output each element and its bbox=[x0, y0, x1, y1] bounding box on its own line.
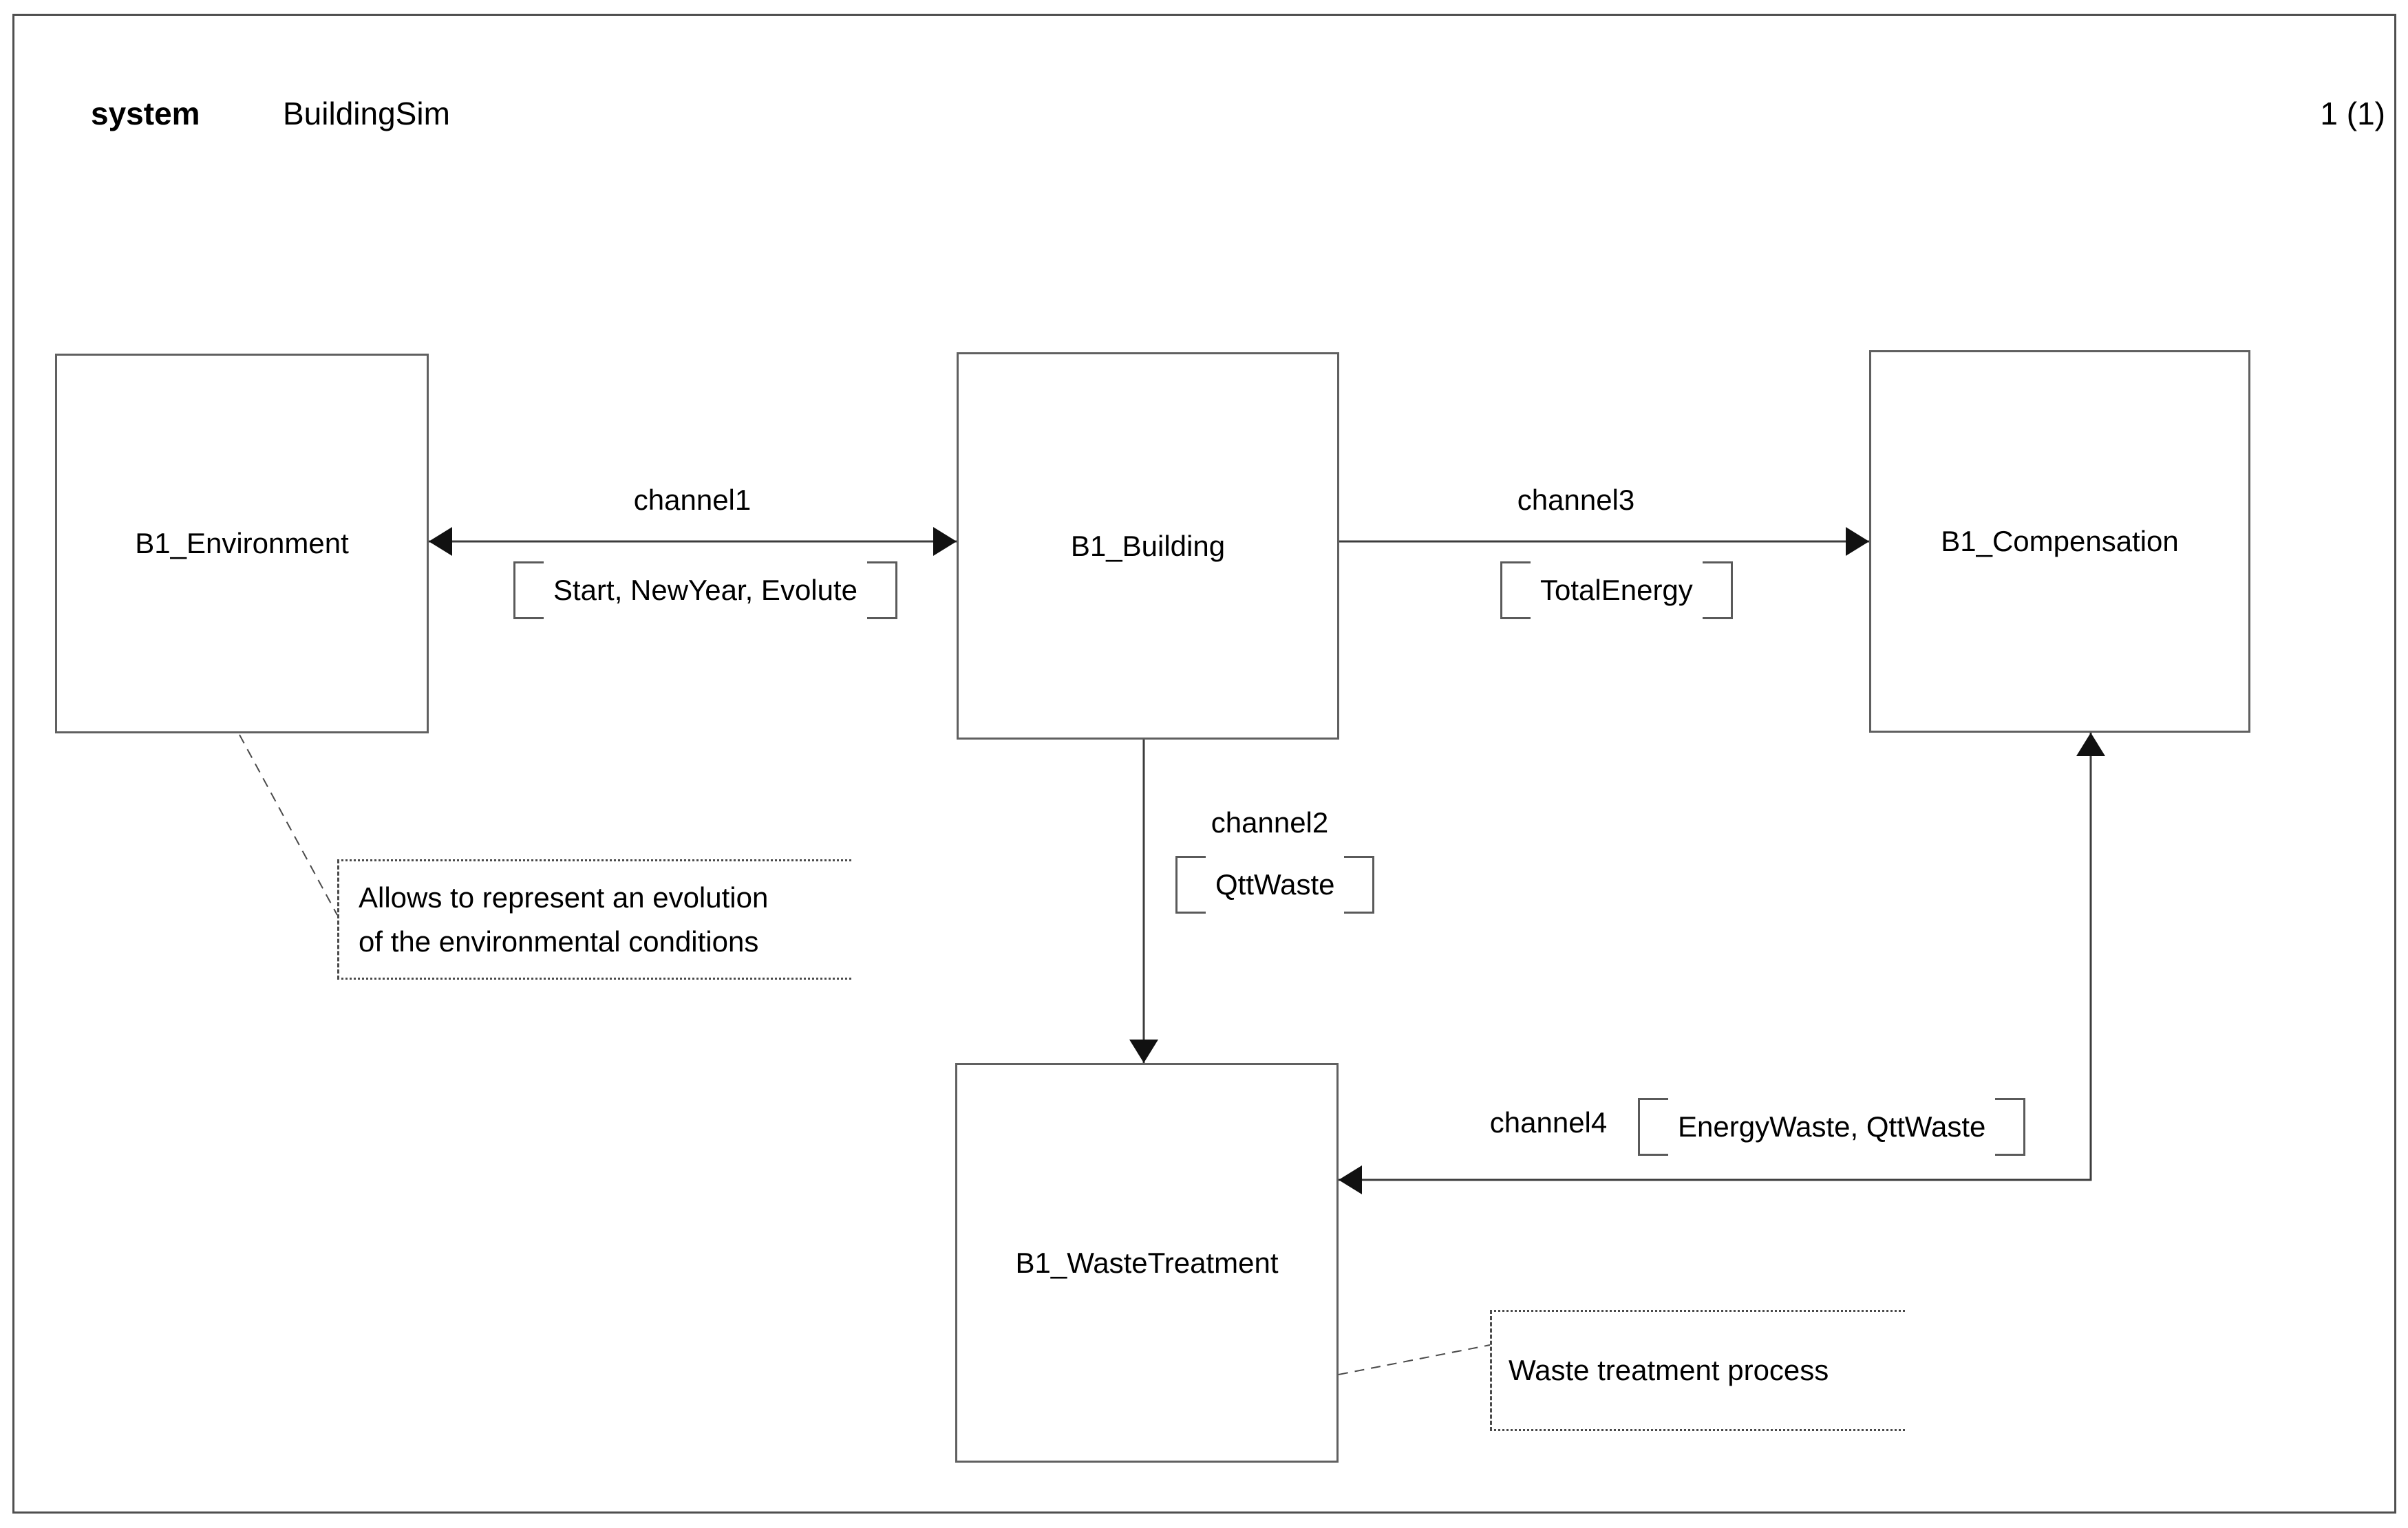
right-bracket-icon bbox=[867, 561, 898, 619]
channel2-signal-list: QttWaste bbox=[1175, 856, 1375, 914]
channel3-arrowhead-icon bbox=[1846, 527, 1869, 556]
channel4-name: channel4 bbox=[1489, 1106, 1608, 1139]
page-number: 1 (1) bbox=[2320, 96, 2385, 131]
right-bracket-icon bbox=[1702, 561, 1733, 619]
signal-list-text: TotalEnergy bbox=[1540, 574, 1693, 606]
signal-list-text: QttWaste bbox=[1215, 868, 1335, 901]
channel3-signal-list: TotalEnergy bbox=[1500, 561, 1733, 619]
comment-text-line: Waste treatment process bbox=[1509, 1354, 1829, 1386]
channel4-arrowhead-up-icon bbox=[2076, 733, 2105, 756]
block-b1-wastetreatment[interactable]: B1_WasteTreatment bbox=[955, 1063, 1339, 1463]
block-label: B1_Building bbox=[1070, 529, 1226, 562]
channel4-line bbox=[1339, 733, 2092, 1181]
left-bracket-icon bbox=[1175, 856, 1206, 914]
right-bracket-icon bbox=[1995, 1098, 2026, 1156]
channel1-signal-list: Start, NewYear, Evolute bbox=[513, 561, 898, 619]
comment-waste-treatment[interactable]: Waste treatment process bbox=[1490, 1310, 1905, 1431]
signal-list-text: Start, NewYear, Evolute bbox=[553, 574, 858, 606]
block-b1-building[interactable]: B1_Building bbox=[957, 352, 1339, 740]
channel2-arrowhead-icon bbox=[1129, 1040, 1158, 1063]
comment2-leader-line bbox=[1338, 1344, 1491, 1375]
comment-environment[interactable]: Allows to represent an evolution of the … bbox=[337, 859, 851, 980]
left-bracket-icon bbox=[1500, 561, 1531, 619]
left-bracket-icon bbox=[513, 561, 544, 619]
channel2-name: channel2 bbox=[1211, 806, 1329, 839]
left-bracket-icon bbox=[1638, 1098, 1668, 1156]
comment-text-line: Allows to represent an evolution bbox=[359, 881, 769, 914]
channel4-arrowhead-left-icon bbox=[1339, 1165, 1362, 1194]
diagram-kind-label: system bbox=[91, 96, 200, 131]
block-b1-compensation[interactable]: B1_Compensation bbox=[1869, 350, 2250, 733]
channel1-arrowhead-right-icon bbox=[933, 527, 957, 556]
block-label: B1_Environment bbox=[135, 527, 349, 559]
right-bracket-icon bbox=[1344, 856, 1375, 914]
channel1-name: channel1 bbox=[633, 484, 752, 516]
channel4-signal-list: EnergyWaste, QttWaste bbox=[1638, 1098, 2026, 1156]
channel3-name: channel3 bbox=[1517, 484, 1635, 516]
block-label: B1_WasteTreatment bbox=[1015, 1246, 1279, 1279]
block-b1-environment[interactable]: B1_Environment bbox=[55, 354, 429, 733]
signal-list-text: EnergyWaste, QttWaste bbox=[1678, 1110, 1986, 1143]
comment-text-line: of the environmental conditions bbox=[359, 925, 759, 958]
block-label: B1_Compensation bbox=[1941, 525, 2179, 557]
channel1-arrowhead-left-icon bbox=[429, 527, 452, 556]
page-frame bbox=[12, 14, 2396, 1514]
system-name: BuildingSim bbox=[283, 96, 450, 131]
comment1-leader-line bbox=[239, 734, 338, 916]
